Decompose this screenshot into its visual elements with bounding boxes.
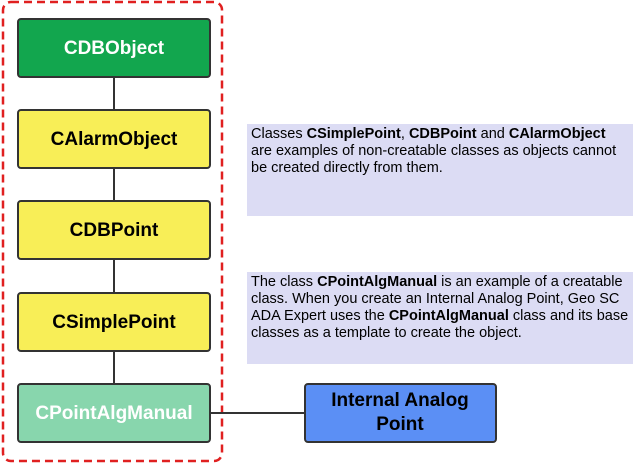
node-internal-analog-point <box>304 383 497 443</box>
node-calarmobject-label: CAlarmObject <box>51 129 178 150</box>
note-2-suffix: class and its base classes as a template… <box>251 308 629 341</box>
node-csimplepoint-label: CSimplePoint <box>52 312 176 333</box>
node-cpointalgmanual <box>17 383 211 443</box>
node-cdbpoint-label: CDBPoint <box>70 220 159 241</box>
note-1-class-cdbpoint: CDBPoint <box>408 126 477 142</box>
note-1-class-calarmobject: CAlarmObject <box>508 126 606 142</box>
note-1-class-csimplepoint: CSimplePoint <box>306 126 401 142</box>
node-cdbpoint <box>17 200 211 260</box>
base-classes-group-boundary <box>1 0 224 463</box>
note-1-sep-1: , <box>400 126 409 142</box>
node-calarmobject <box>17 109 211 169</box>
node-cpointalgmanual-label: CPointAlgManual <box>35 403 192 424</box>
node-csimplepoint <box>17 292 211 352</box>
note-2-middle: is an example of a creatable class. When… <box>251 274 623 324</box>
node-internal-analog-point-label-line-2: Point <box>376 414 424 435</box>
note-2-class-cpointalgmanual: CPointAlgManual <box>317 274 438 290</box>
node-internal-analog-point-label-line-1: Internal Analog <box>331 390 469 411</box>
note-1-prefix: Classes <box>251 126 307 142</box>
note-1-sep-2: and <box>476 126 509 142</box>
note-1-suffix: are examples of non-creatable classes as… <box>251 143 617 176</box>
note-creatable-class: The class CPointAlgManual is an example … <box>247 272 633 364</box>
note-2-prefix: The class <box>251 274 318 290</box>
node-cdbobject <box>17 18 211 78</box>
note-non-creatable-classes: Classes CSimplePoint, CDBPoint and CAlar… <box>247 124 633 216</box>
note-2-class-cpointalgmanual-template: CPointAlgManual <box>388 308 509 324</box>
node-cdbobject-label: CDBObject <box>64 38 165 59</box>
